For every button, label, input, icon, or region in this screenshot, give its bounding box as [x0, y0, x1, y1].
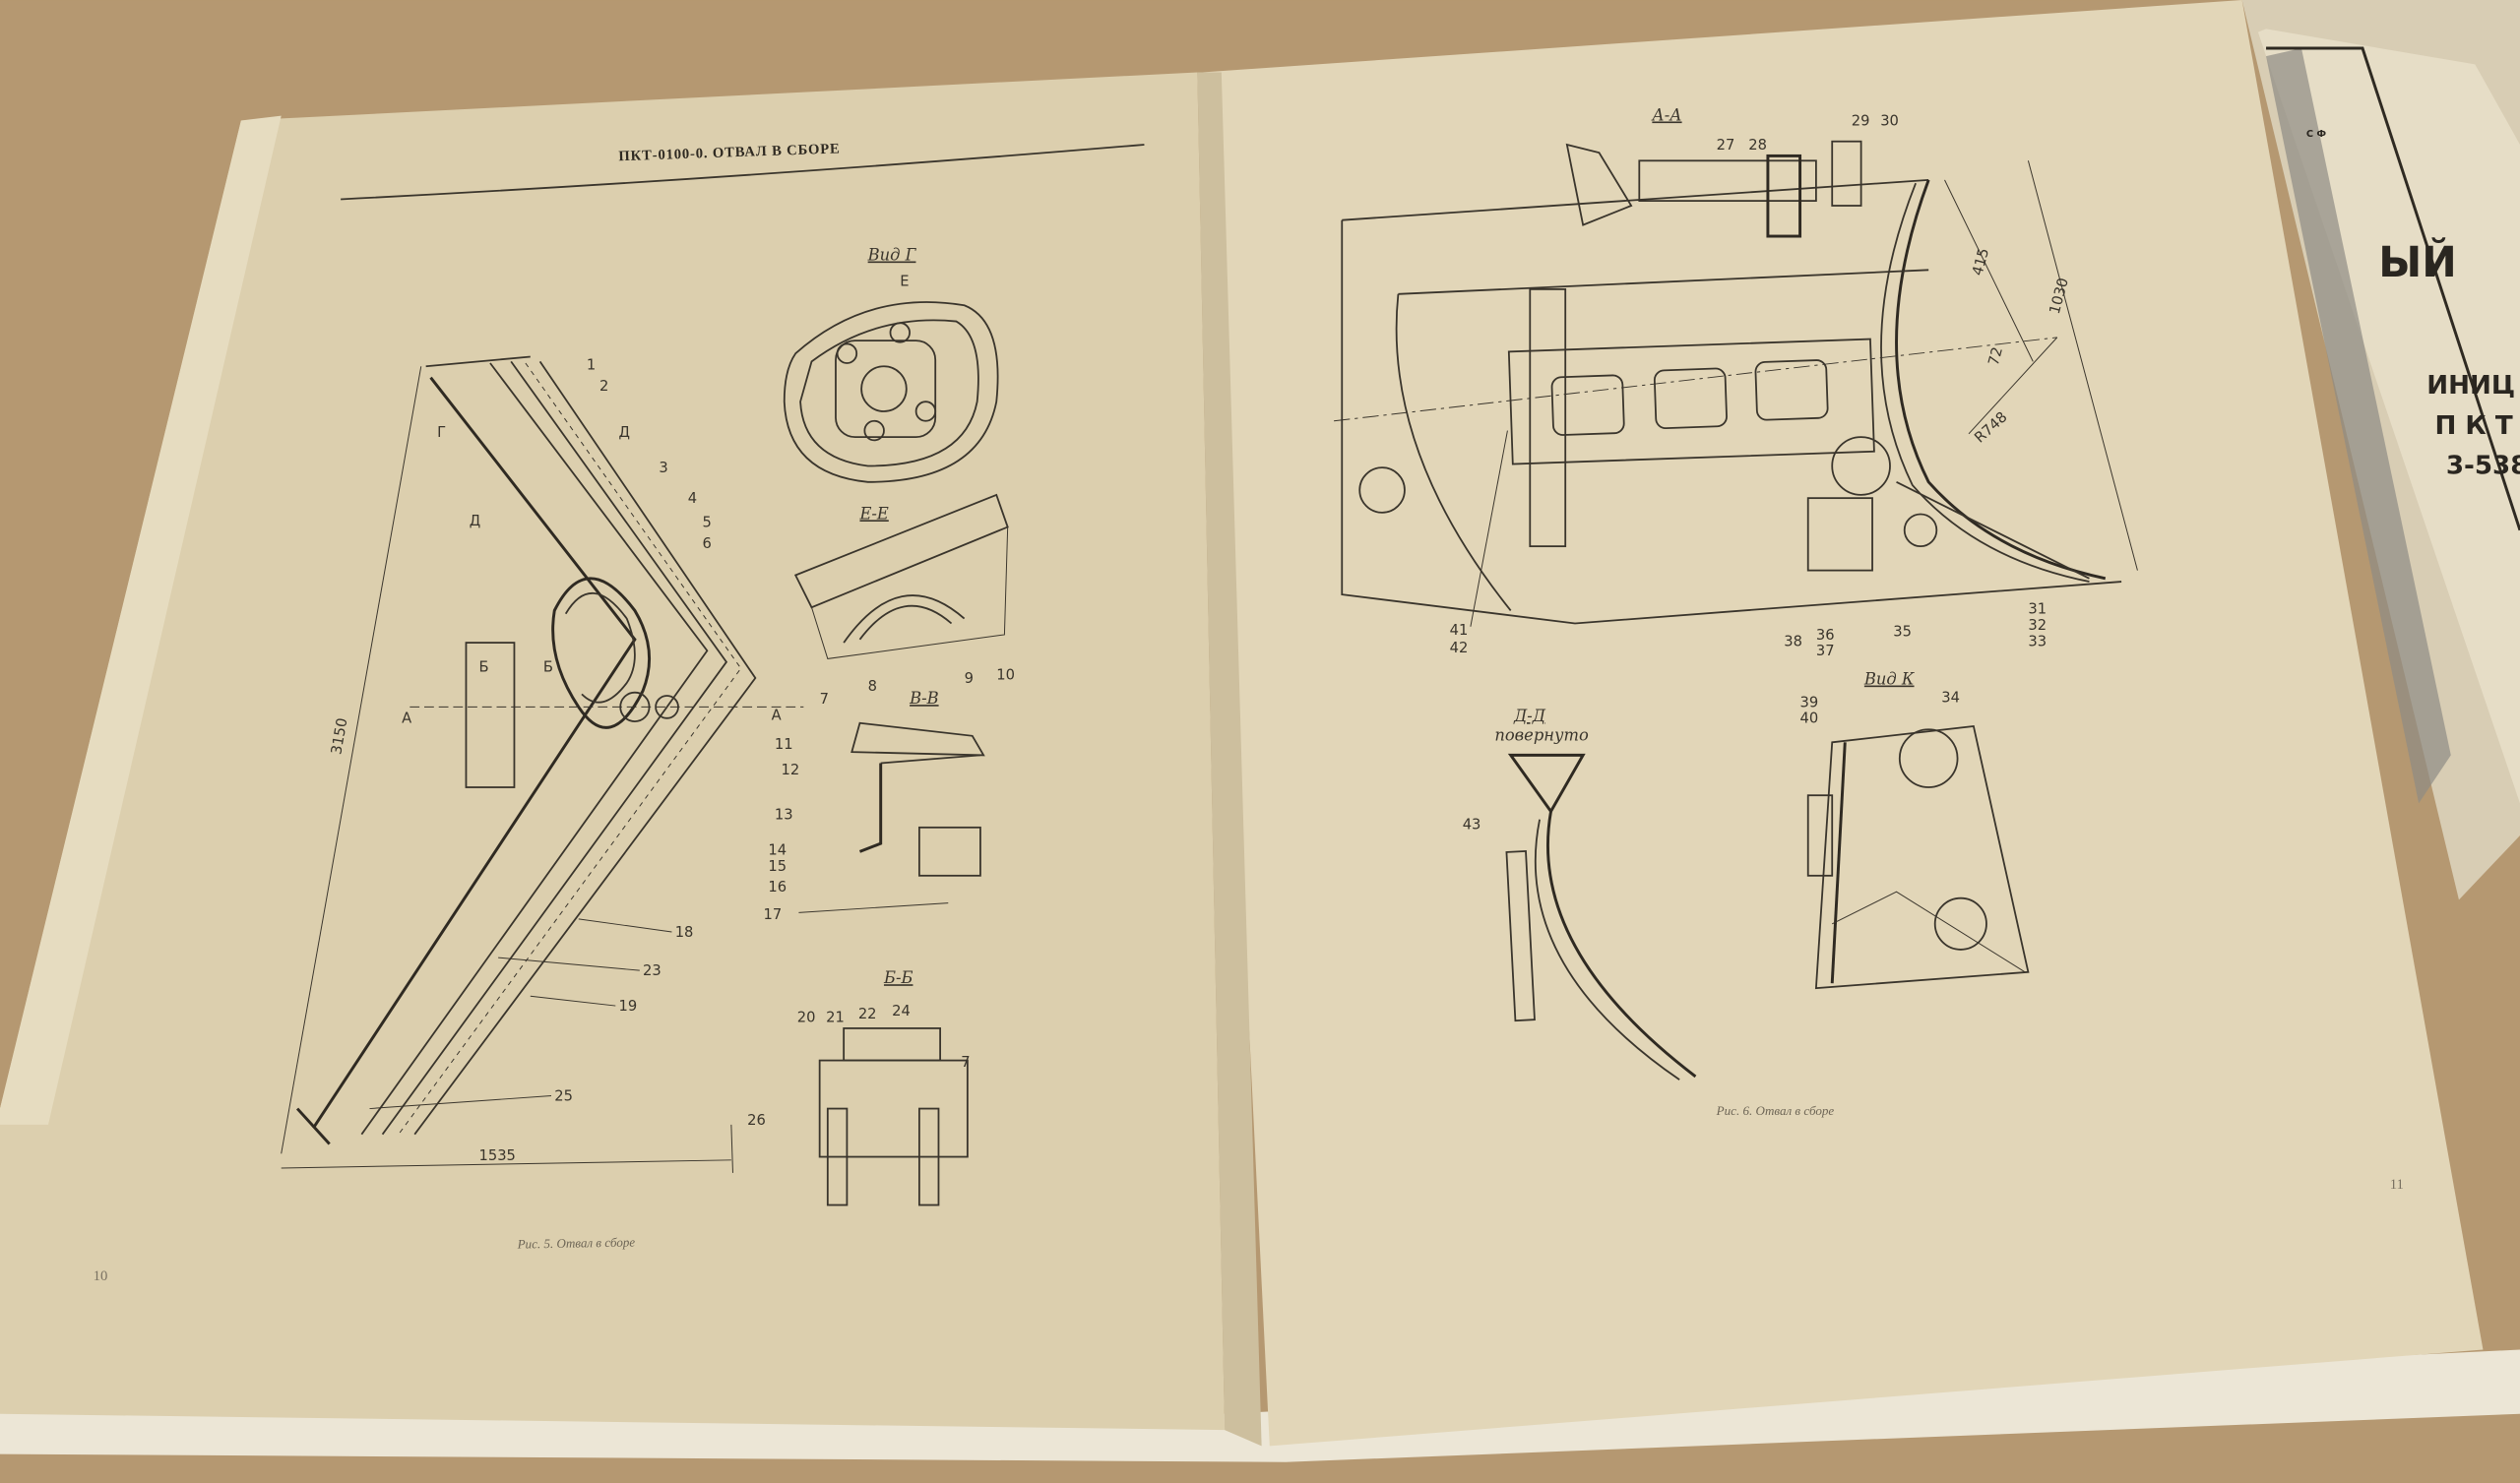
part-number: 38	[1784, 633, 1802, 649]
left-page	[0, 72, 1226, 1431]
part-number: 15	[768, 858, 787, 875]
part-number: 1	[587, 357, 596, 374]
section-mark-b-2: Б	[543, 658, 553, 675]
header-rule	[341, 144, 1145, 201]
view-label-v-v: В-В	[909, 689, 939, 708]
part-number: 2	[599, 378, 608, 395]
view-note-rotated: повернуто	[1494, 726, 1589, 745]
cover-line-3: П К Т	[2434, 411, 2512, 441]
section-e-e-drawing: Е-Е 7 8 9 10	[793, 493, 1015, 708]
part-number: 22	[858, 1006, 877, 1022]
section-v-v-drawing: В-В 12 13 14 15 16 17	[764, 689, 985, 923]
part-number: 26	[747, 1112, 766, 1129]
part-number: 32	[2028, 617, 2047, 634]
part-number: 42	[1450, 640, 1469, 656]
part-number: 41	[1450, 622, 1469, 639]
section-b-b-drawing: Б-Б 20 21 22 24 26 7	[747, 968, 971, 1206]
cover-title-fragment: ЫЙ	[2378, 237, 2457, 287]
section-mark-b: Б	[479, 658, 489, 675]
cover-booklet: С Ф ЫЙ ИНИЦ П К Т 3-538	[2241, 0, 2520, 900]
part-number: 28	[1748, 137, 1767, 154]
part-number: 25	[554, 1087, 573, 1104]
part-number: 7	[961, 1054, 970, 1071]
section-a-a-drawing: А-А 415 1030	[1334, 105, 2138, 659]
part-number: 27	[1717, 137, 1735, 154]
part-number: 11	[775, 736, 793, 753]
cover-mark: С Ф	[2306, 129, 2327, 140]
dimension-width: 1535	[479, 1147, 516, 1164]
part-number: 10	[996, 667, 1015, 684]
page-number: 10	[94, 1268, 108, 1284]
cover-line-2: ИНИЦ	[2426, 371, 2515, 401]
section-mark-e: Е	[900, 274, 909, 290]
part-number: 13	[775, 807, 793, 824]
part-number: 34	[1941, 689, 1960, 706]
part-number: 39	[1800, 694, 1819, 711]
page-header-title: ПКТ-0100-0. ОТВАЛ В СБОРЕ	[618, 141, 841, 164]
part-number: 5	[702, 515, 711, 531]
view-k-drawing: Вид К 39 40 34	[1800, 670, 2030, 990]
dimension-height: 3150	[328, 716, 350, 756]
right-page-content: А-А 415 1030	[1334, 105, 2404, 1193]
view-label-vid-g: Вид Г	[867, 246, 917, 265]
part-number: 21	[826, 1009, 845, 1025]
part-number: 18	[675, 924, 694, 941]
part-number-labels: 1 2 3 4 5 6 11 18 19 23 25	[369, 357, 793, 1110]
view-label-a-a: А-А	[1651, 105, 1681, 124]
part-number: 4	[688, 490, 697, 507]
view-label-d-d: Д-Д	[1513, 707, 1546, 725]
section-d-d-drawing: Д-Д повернуто 43	[1463, 707, 1697, 1081]
figure-caption: Рис. 6. Отвал в сборе	[1716, 1103, 1835, 1118]
part-number: 7	[820, 691, 829, 708]
part-number: 6	[702, 535, 711, 552]
part-number: 35	[1893, 624, 1912, 641]
book-cover-edge	[0, 1349, 2520, 1462]
view-label-b-b: Б-Б	[883, 968, 914, 987]
section-mark-a: А	[402, 711, 411, 727]
part-number: 37	[1816, 643, 1835, 659]
section-mark-g: Г	[437, 424, 446, 441]
view-label-vid-k: Вид К	[1863, 670, 1915, 689]
part-number: 16	[768, 879, 787, 896]
figure-caption: Рис. 5. Отвал в сборе	[517, 1235, 636, 1252]
part-number: 12	[781, 762, 799, 778]
part-number: 36	[1816, 627, 1835, 644]
left-page-content: ПКТ-0100-0. ОТВАЛ В СБОРЕ 3150 1535 Г	[94, 141, 1145, 1284]
part-number: 30	[1880, 112, 1899, 129]
part-number: 31	[2028, 601, 2047, 618]
blade-assembly-drawing: 3150 1535 Г Д Д А А Б Б 1 2 3 4 5 6 11 1…	[281, 355, 804, 1173]
dimension-415: 415	[1970, 246, 1993, 277]
view-g-drawing: Вид Г Е	[783, 246, 999, 483]
part-number: 17	[764, 906, 783, 923]
view-label-e-e: Е-Е	[858, 504, 888, 523]
part-number: 43	[1463, 816, 1481, 833]
part-number: 23	[643, 962, 662, 979]
part-number: 3	[659, 460, 667, 476]
part-number: 24	[892, 1003, 911, 1020]
part-number: 9	[965, 670, 974, 687]
dimension-72: 72	[1985, 345, 2006, 367]
section-mark-a-2: А	[772, 707, 782, 723]
right-page	[1202, 0, 2484, 1447]
cover-line-4: 3-538	[2446, 452, 2520, 481]
section-mark-d: Д	[619, 424, 630, 441]
part-number: 8	[868, 678, 877, 695]
part-number: 20	[797, 1009, 816, 1025]
part-number: 33	[2028, 633, 2047, 649]
page-number: 11	[2390, 1177, 2404, 1193]
part-number: 40	[1800, 711, 1819, 727]
section-mark-d-2: Д	[470, 513, 480, 529]
part-number: 19	[619, 998, 638, 1015]
part-number: 14	[768, 842, 787, 859]
part-number: 29	[1852, 112, 1870, 129]
